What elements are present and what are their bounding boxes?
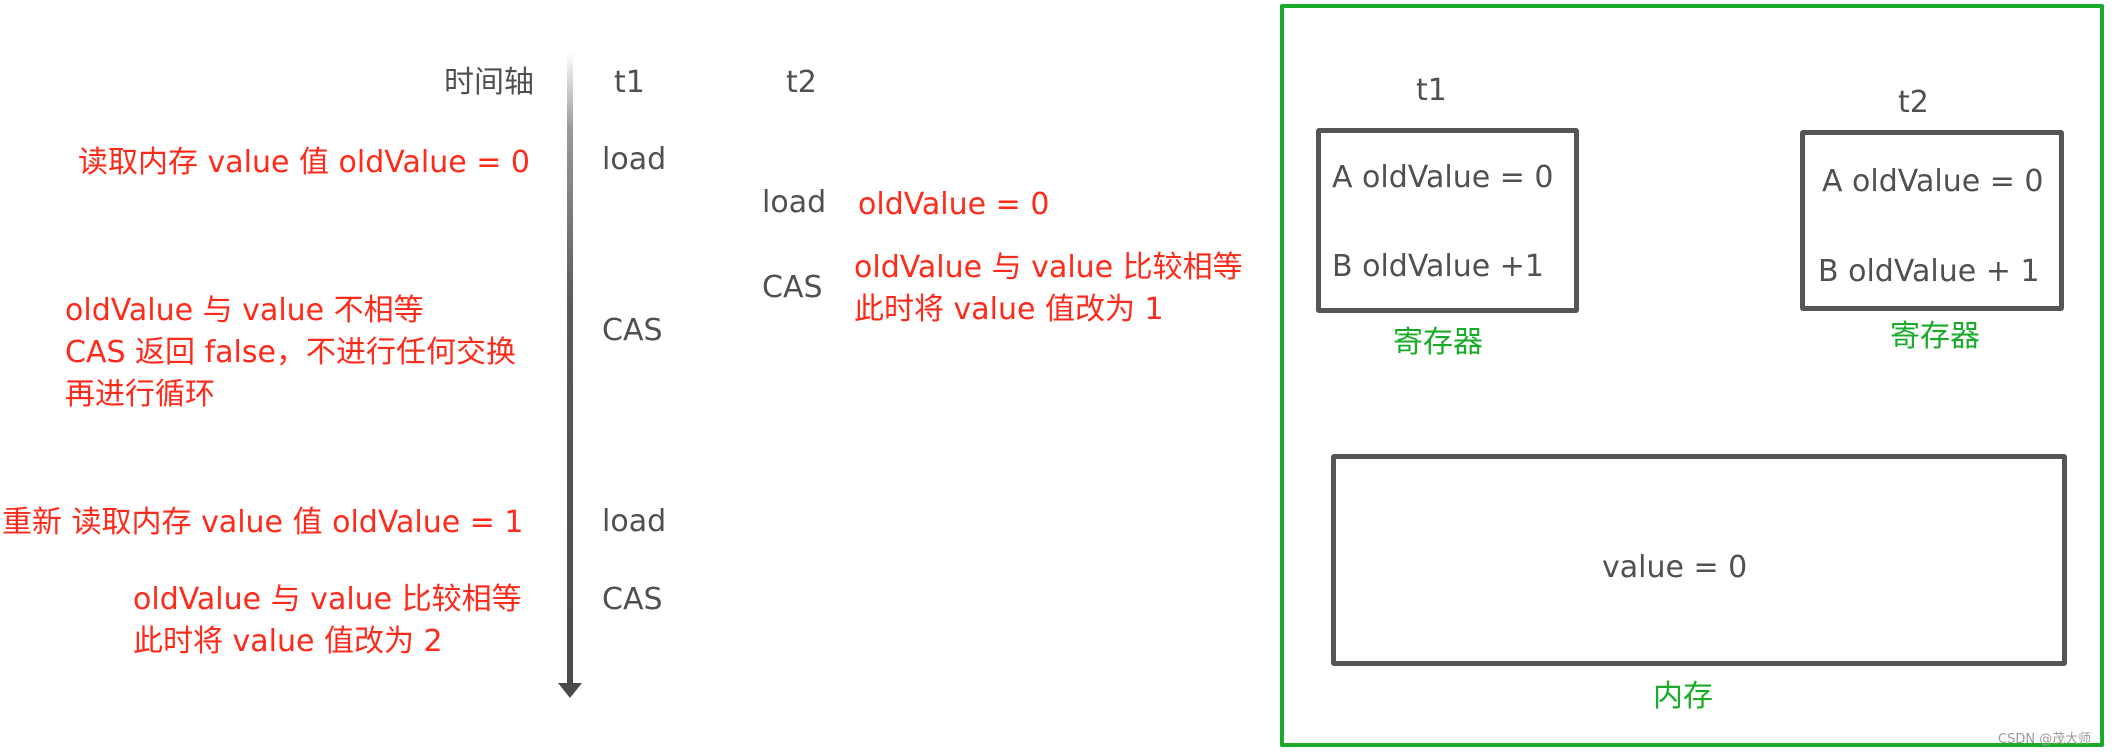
t1-step-4-note: oldValue 与 value 比较相等 此时将 value 值改为 2: [133, 582, 522, 659]
timeline-arrow-down-icon: [558, 683, 582, 698]
t1-step-3-note: 重新 读取内存 value 值 oldValue = 1: [2, 505, 524, 540]
register-t1-box: [1316, 128, 1579, 313]
register-t2-box: [1800, 130, 2064, 311]
register-t2-line-b: B oldValue + 1: [1818, 254, 2040, 289]
t1-step-2-op: CAS: [602, 313, 663, 348]
memory-value: value = 0: [1602, 550, 1748, 585]
timeline-axis-line: [567, 52, 573, 686]
memory-model-frame: [1280, 4, 2104, 747]
register-t1-line-b: B oldValue +1: [1332, 249, 1544, 284]
t1-step-1-op: load: [602, 142, 667, 177]
register-t1-line-a: A oldValue = 0: [1332, 160, 1554, 195]
t1-step-4-op: CAS: [602, 582, 663, 617]
t1-step-1-note: 读取内存 value 值 oldValue = 0: [78, 145, 530, 180]
t1-step-3-op: load: [602, 504, 667, 539]
memory-box: [1331, 454, 2067, 666]
register-t2-thread-label: t2: [1898, 85, 1929, 120]
column-header-t1: t1: [614, 65, 645, 100]
t2-step-2-op: CAS: [762, 270, 823, 305]
column-header-t2: t2: [786, 65, 817, 100]
register-t2-line-a: A oldValue = 0: [1822, 164, 2044, 199]
t2-step-1-note: oldValue = 0: [858, 187, 1050, 222]
t1-step-2-note: oldValue 与 value 不相等 CAS 返回 false，不进行任何交…: [65, 293, 516, 412]
watermark: CSDN @茂大师: [1998, 732, 2092, 747]
register-t1-caption: 寄存器: [1393, 325, 1483, 360]
t2-step-1-op: load: [762, 185, 827, 220]
memory-caption: 内存: [1653, 679, 1713, 714]
register-t1-thread-label: t1: [1416, 73, 1447, 108]
t2-step-2-note: oldValue 与 value 比较相等 此时将 value 值改为 1: [854, 250, 1243, 327]
timeline-axis-label: 时间轴: [444, 65, 534, 100]
register-t2-caption: 寄存器: [1890, 319, 1980, 354]
